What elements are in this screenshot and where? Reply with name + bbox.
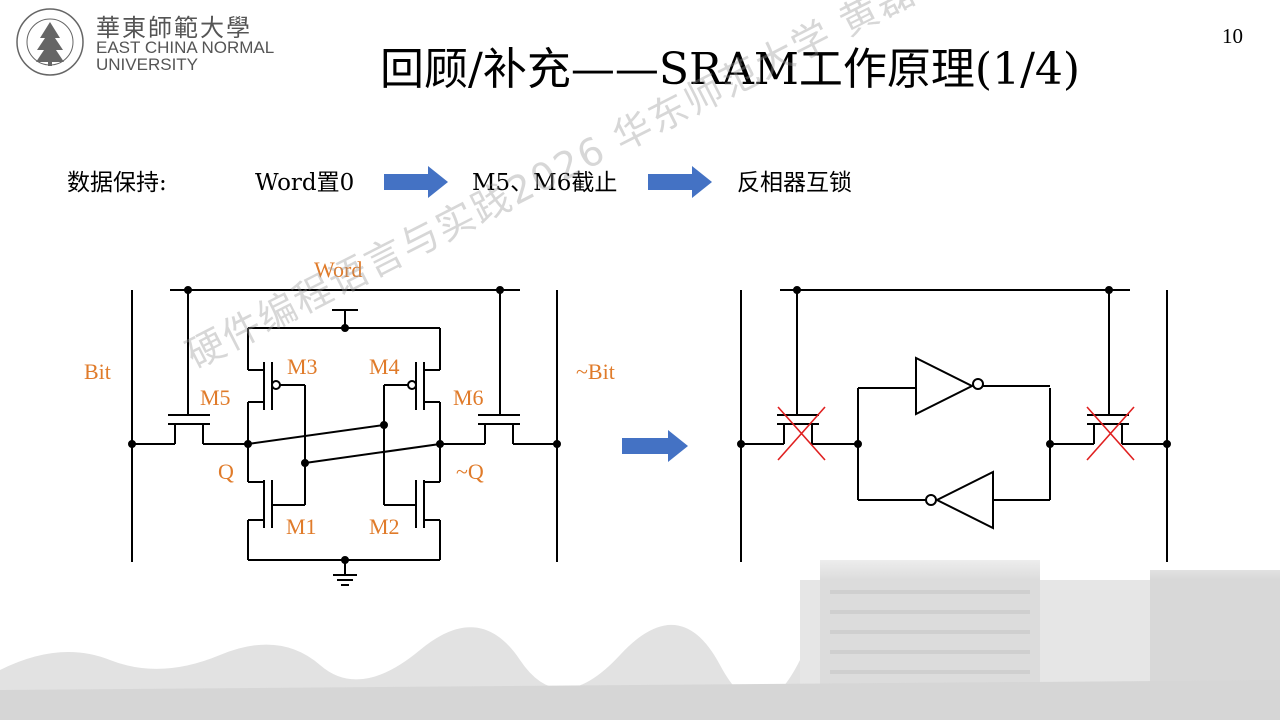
label-nq: ~Q [456,459,484,484]
label-m6: M6 [453,385,484,410]
university-name-cn: 華東師範大學 [96,14,252,42]
arrow-right-icon [384,166,448,198]
university-logo-icon [16,8,84,76]
campus-background [0,540,1280,720]
slide-title: 回顾/补充——SRAM工作原理(1/4) [380,44,1081,95]
label-q: Q [218,459,234,484]
label-bit: Bit [84,359,111,384]
step-word-zero: Word置0 [255,170,355,196]
label-m3: M3 [287,354,318,379]
label-word: Word [314,257,363,282]
arrow-right-icon [622,430,688,462]
inverter-latch-circuit [737,286,1171,562]
university-name-en-line1: EAST CHINA NORMAL [96,38,275,57]
label-m1: M1 [286,514,317,539]
label-m4: M4 [369,354,400,379]
sram-6t-circuit [128,286,561,586]
page-number: 10 [1222,24,1243,48]
step-label: 数据保持: [67,170,167,196]
label-m2: M2 [369,514,400,539]
university-name-en-line2: UNIVERSITY [96,55,199,74]
step-inverter-latch: 反相器互锁 [737,170,852,196]
label-nbit: ~Bit [576,359,615,384]
label-m5: M5 [200,385,231,410]
step-m5-m6-off: M5、M6截止 [472,170,618,196]
arrow-right-icon [648,166,712,198]
